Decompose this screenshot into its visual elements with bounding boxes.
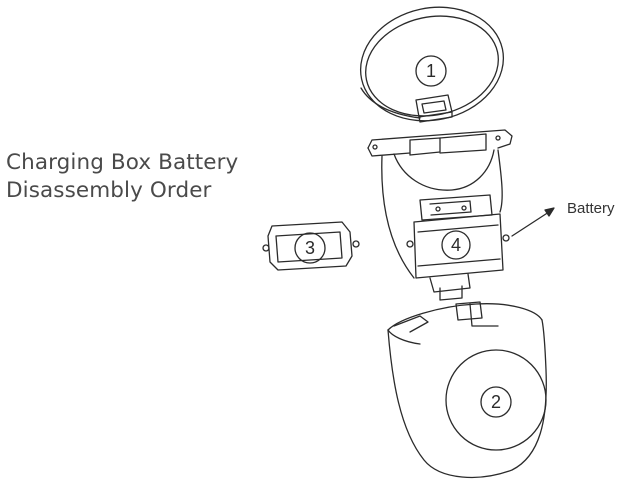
step-1-number: 1 bbox=[426, 61, 436, 81]
step-4-circle bbox=[441, 230, 471, 260]
battery-callout-arrow bbox=[511, 207, 555, 237]
inner-module: 4 bbox=[367, 129, 513, 301]
title-line-2: Disassembly Order bbox=[6, 178, 212, 203]
step-3-circle bbox=[294, 232, 326, 264]
title-line-1: Charging Box Battery bbox=[6, 150, 239, 175]
part-1-lid: 1 bbox=[359, 6, 505, 123]
step-4-number: 4 bbox=[451, 235, 461, 255]
part-4-battery bbox=[413, 213, 504, 279]
part-2-base: 2 bbox=[387, 301, 547, 479]
step-1-circle bbox=[415, 55, 447, 87]
step-2-number: 2 bbox=[491, 392, 501, 412]
step-2-circle bbox=[480, 386, 512, 418]
part-3-plate: 3 bbox=[262, 221, 360, 271]
battery-callout-label: Battery bbox=[567, 200, 615, 217]
diagram-title: Charging Box Battery Disassembly Order bbox=[6, 149, 238, 205]
step-3-number: 3 bbox=[305, 238, 315, 258]
